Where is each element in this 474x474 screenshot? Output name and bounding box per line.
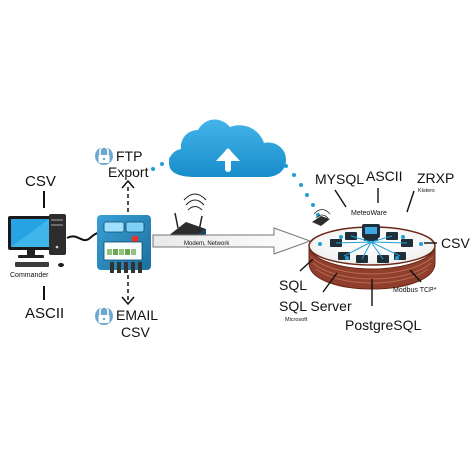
modbus-label: Modbus TCP* [393, 287, 437, 294]
email-label-line1: EMAIL [116, 307, 158, 323]
kisters-label: Kisters [418, 188, 435, 194]
desktop-computer-icon [8, 214, 66, 267]
cloud-upload-icon [169, 119, 287, 177]
email-lock-icon [95, 306, 113, 325]
meteoware-label: MeteoWare [351, 210, 387, 217]
modbus-connector [409, 269, 422, 283]
sql-server-connector [322, 272, 338, 293]
csv-label-left: CSV [25, 173, 56, 190]
ftp-lock-icon [95, 146, 113, 165]
modem-network-arrow [152, 227, 312, 255]
server-ring-icon [308, 209, 436, 290]
data-logger-icon [97, 215, 151, 273]
postgresql-label: PostgreSQL [345, 317, 421, 333]
commander-label: Commander [10, 272, 49, 279]
microsoft-label: Microsoft [285, 317, 308, 323]
ascii-label-right: ASCII [366, 168, 403, 184]
ftp-label-line1: FTP [116, 148, 142, 164]
ftp-arrow-head [121, 179, 135, 189]
mysql-label: MYSQL [315, 171, 364, 187]
mysql-connector [334, 189, 347, 208]
email-arrow-head [121, 296, 135, 306]
csv-label-right: CSV [441, 235, 470, 251]
sql-connector [299, 258, 314, 272]
sql-label: SQL [279, 277, 307, 293]
link-label: Modem, Network [184, 241, 230, 247]
zrxp-connector [406, 190, 415, 213]
sql-server-label: SQL Server [279, 298, 352, 314]
ascii-label-left: ASCII [25, 305, 64, 322]
email-label-line2: CSV [121, 324, 150, 340]
ftp-label-line2: Export [108, 164, 149, 180]
zrxp-label: ZRXP [417, 170, 454, 186]
